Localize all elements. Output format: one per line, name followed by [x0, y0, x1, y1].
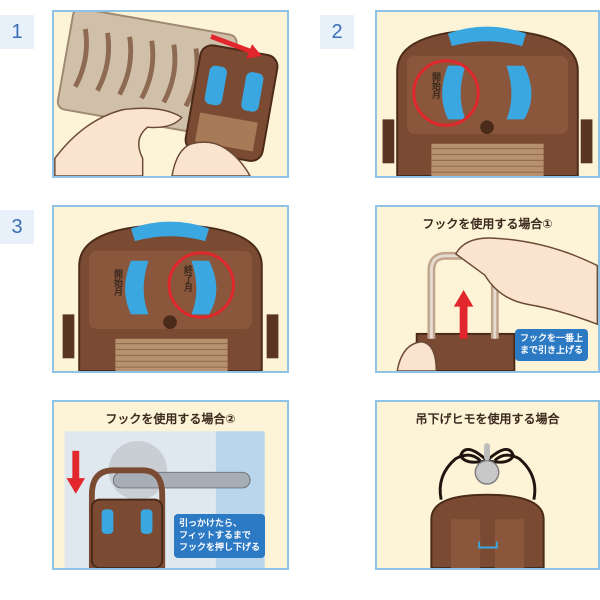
up-arrow-shaft [459, 304, 468, 339]
step-1-panel [52, 10, 289, 178]
callout-line: 引っかけたら、 [179, 519, 243, 529]
step-2-illustration [382, 26, 593, 176]
start-month-label: 開始月 [430, 72, 440, 99]
callout-line: フックを押し下げる [179, 543, 261, 554]
string-usage-title: 吊下げヒモを使用する場合 [415, 412, 560, 426]
end-month-label: 終了月 [182, 265, 192, 292]
hook-usage-1-callout: フックを一番上 まで引き上げる [515, 329, 589, 362]
pull-arrow [210, 34, 256, 56]
step-2-panel: 開始月 [375, 10, 600, 178]
hook-usage-2-panel: フックを使用する場合② 引っかけたら、 フィットするまで フックを押し下げる [52, 400, 289, 570]
step-number-3: 3 [0, 210, 34, 244]
hook-usage-1-panel: フックを使用する場合① フックを一番上 まで引き上げる [375, 205, 600, 373]
hook-usage-2-title: フックを使用する場合② [105, 412, 236, 426]
callout-line: まで引き上げる [520, 346, 584, 357]
string-usage-illustration [430, 443, 545, 568]
step-number-1: 1 [0, 15, 34, 49]
hook-usage-2-callout: 引っかけたら、 フィットするまで フックを押し下げる [174, 514, 266, 559]
hook-usage-1-title: フックを使用する場合① [422, 217, 553, 231]
step-3-panel: 開始月 終了月 [52, 205, 289, 373]
step-1-illustration [54, 12, 279, 176]
callout-line: フックを一番上 [520, 334, 584, 344]
start-dial-highlight [412, 59, 480, 127]
step-number-2: 2 [320, 15, 354, 49]
string-usage-panel: 吊下げヒモを使用する場合 [375, 400, 600, 570]
down-arrow-shaft [72, 450, 80, 481]
start-month-label: 開始月 [112, 269, 122, 296]
end-dial-highlight [167, 251, 235, 319]
callout-line: フィットするまで [179, 531, 251, 542]
wall-hook [474, 459, 500, 485]
step-3-illustration [62, 221, 279, 371]
hook-usage-1-illustration [396, 237, 598, 371]
